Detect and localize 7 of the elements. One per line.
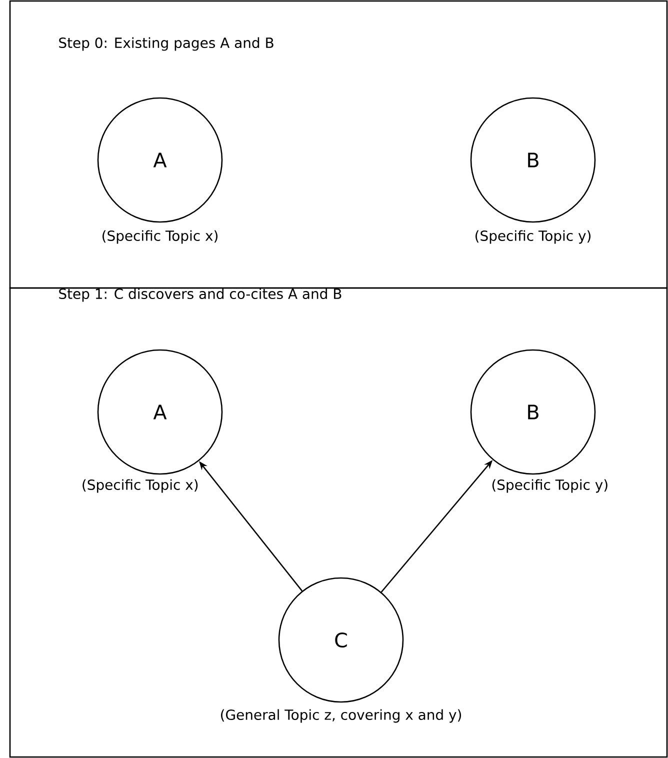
topic-caption: (General Topic z, covering x and y): [221, 709, 462, 723]
step-heading: Step 1: C discovers and co-cites A and B: [59, 288, 342, 302]
step-heading: Step 0: Existing pages A and B: [59, 37, 274, 51]
topic-caption: (Specific Topic x): [82, 479, 198, 493]
topic-caption: (Specific Topic y): [476, 230, 590, 244]
topic-caption: (Specific Topic x): [102, 230, 218, 244]
topic-caption: (Specific Topic y): [492, 479, 608, 493]
